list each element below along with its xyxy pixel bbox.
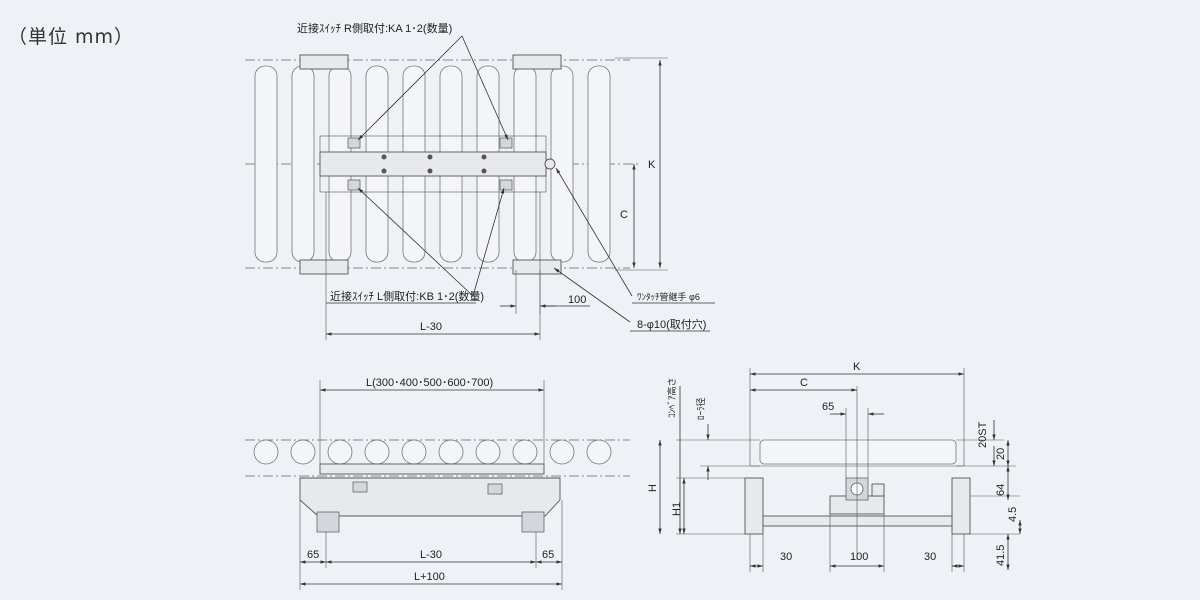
roller xyxy=(253,439,279,465)
front-dim-65-left: 65 xyxy=(307,549,319,561)
proximity-switch xyxy=(499,137,513,149)
front-dim-l: L(300･400･500･600･700) xyxy=(366,377,493,389)
side-dim-65: 65 xyxy=(822,401,834,413)
fitting-icon xyxy=(544,158,556,170)
side-dim-30-right: 30 xyxy=(924,551,936,563)
proximity-switch xyxy=(499,179,513,191)
side-dim-100: 100 xyxy=(850,551,868,563)
side-dim-20: 20 xyxy=(995,448,1007,460)
top-dim-l30: L-30 xyxy=(420,321,442,333)
side-dim-c: C xyxy=(800,377,808,389)
roller xyxy=(254,65,278,263)
side-dim-4-5: 4.5 xyxy=(1007,507,1019,522)
mount-bracket xyxy=(299,54,349,70)
front-dim-65-right: 65 xyxy=(542,549,554,561)
callout-holes: 8-φ10(取付穴) xyxy=(637,317,706,331)
front-dim-l100: L+100 xyxy=(414,571,445,583)
roller xyxy=(401,439,427,465)
side-conveyor-height: ｺﾝﾍﾞｱ高さ xyxy=(666,377,677,418)
lift-plate xyxy=(319,151,547,177)
side-leg xyxy=(744,477,764,535)
roller xyxy=(291,65,315,263)
lift-plate xyxy=(319,463,545,475)
side-dim-30-left: 30 xyxy=(780,551,792,563)
roller xyxy=(475,439,501,465)
roller xyxy=(586,439,612,465)
side-dim-20st: 20ST xyxy=(977,421,989,448)
roller xyxy=(290,439,316,465)
roller xyxy=(364,439,390,465)
top-dim-100: 100 xyxy=(568,294,586,306)
proximity-switch xyxy=(347,179,361,191)
top-view: 近接ｽｲｯﾁ R側取付:KA 1･2(数量) 近接ｽｲｯﾁ L側取付:KB 1･… xyxy=(245,22,715,340)
proximity-switch xyxy=(347,137,361,149)
proximity-switch xyxy=(352,481,368,493)
base-frame xyxy=(299,477,561,517)
roller xyxy=(438,439,464,465)
side-leg xyxy=(951,477,971,535)
side-crossbar xyxy=(762,515,953,527)
side-roller-dia: ﾛｰﾗ径 xyxy=(695,397,706,420)
fitting-icon xyxy=(871,483,885,497)
side-roller xyxy=(759,439,957,465)
roller xyxy=(549,439,575,465)
mount-bracket xyxy=(299,259,349,275)
side-dim-41-5: 41.5 xyxy=(995,545,1007,566)
callout-switch-l: 近接ｽｲｯﾁ L側取付:KB 1･2(数量) xyxy=(330,290,484,303)
mount-bracket xyxy=(512,259,562,275)
roller xyxy=(587,65,611,263)
mount-bracket xyxy=(512,54,562,70)
front-view: L(300･400･500･600･700) 65 L-30 65 L+100 xyxy=(245,377,630,590)
side-view: K C 65 ｺﾝﾍﾞｱ高さ ﾛｰﾗ径 H H1 20ST 20 64 xyxy=(647,361,1022,572)
roller xyxy=(512,439,538,465)
front-dim-l30: L-30 xyxy=(420,549,442,561)
top-dim-c: C xyxy=(620,209,628,221)
side-dim-k: K xyxy=(853,361,861,373)
callout-switch-r: 近接ｽｲｯﾁ R側取付:KA 1･2(数量) xyxy=(297,22,452,35)
unit-label: （単位 mm） xyxy=(8,26,135,48)
foot xyxy=(521,511,545,533)
side-dim-h: H xyxy=(647,484,659,492)
proximity-switch xyxy=(487,483,503,495)
front-rollers xyxy=(253,439,612,465)
callout-fitting: ﾜﾝﾀｯﾁ管継手 φ6 xyxy=(637,291,700,302)
side-dim-64: 64 xyxy=(995,484,1007,496)
top-dim-k: K xyxy=(648,159,656,171)
foot xyxy=(316,511,340,533)
side-dim-h1: H1 xyxy=(671,502,683,516)
roller xyxy=(327,439,353,465)
